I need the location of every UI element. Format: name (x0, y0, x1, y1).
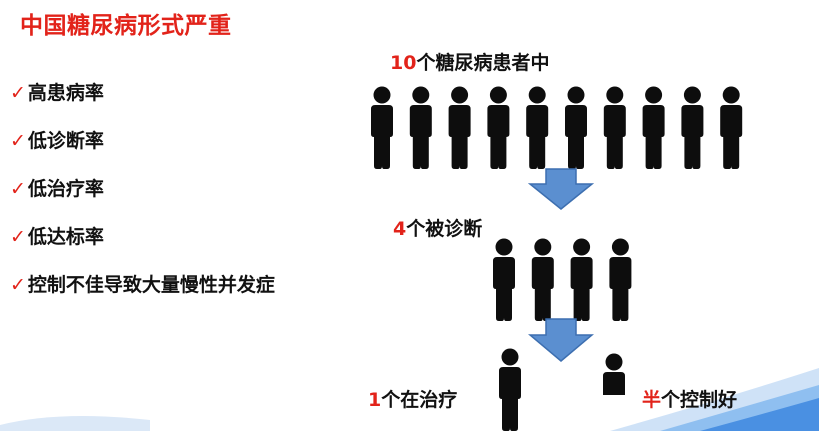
person-icon (371, 86, 393, 169)
patients-label: 10个糖尿病患者中 (390, 48, 549, 75)
down-arrow-icon (528, 318, 594, 362)
person-icon (493, 238, 515, 321)
bullet-item: ✓控制不佳导致大量慢性并发症 (10, 270, 275, 297)
person-icon (642, 86, 665, 169)
checkmark-icon: ✓ (10, 130, 26, 152)
person-icon (570, 238, 593, 321)
down-arrow-icon (528, 168, 594, 210)
person-icon (603, 353, 625, 395)
person-icon (603, 86, 626, 169)
page-title: 中国糖尿病形式严重 (20, 13, 232, 39)
checkmark-icon: ✓ (10, 82, 26, 104)
bullet-text: 低诊断率 (27, 130, 104, 152)
patients-figures (371, 86, 743, 169)
controlled-number: 半 (642, 389, 662, 411)
checkmark-icon: ✓ (10, 226, 26, 248)
treated-number: 1 (368, 389, 382, 411)
person-icon (448, 86, 471, 169)
person-icon (609, 238, 632, 321)
bullet-text: 低治疗率 (27, 178, 104, 200)
treated-label: 1个在治疗 (368, 385, 457, 412)
diagnosed-figures (493, 238, 632, 321)
bullet-item: ✓高患病率 (10, 78, 104, 105)
diagnosed-label: 4个被诊断 (393, 214, 482, 241)
diagnosed-text: 个被诊断 (406, 218, 483, 240)
person-icon (531, 238, 554, 321)
treated-text: 个在治疗 (381, 389, 458, 411)
controlled-half-figure (603, 353, 625, 395)
person-icon (526, 86, 549, 169)
bullet-text: 控制不佳导致大量慢性并发症 (27, 274, 275, 296)
patients-number: 10 (390, 52, 417, 74)
bullet-item: ✓低诊断率 (10, 126, 104, 153)
diagnosed-number: 4 (393, 218, 407, 240)
person-icon (565, 86, 587, 169)
bullet-item: ✓低治疗率 (10, 174, 104, 201)
person-icon (681, 86, 704, 169)
person-icon (409, 86, 432, 169)
bullet-text: 低达标率 (27, 226, 104, 248)
patients-text: 个糖尿病患者中 (416, 52, 550, 74)
person-icon (720, 86, 743, 169)
bullet-text: 高患病率 (27, 82, 104, 104)
controlled-text: 个控制好 (661, 389, 738, 411)
checkmark-icon: ✓ (10, 274, 26, 296)
controlled-label: 半个控制好 (642, 385, 737, 412)
person-icon (499, 348, 521, 431)
checkmark-icon: ✓ (10, 178, 26, 200)
person-icon (487, 86, 510, 169)
bullet-item: ✓低达标率 (10, 222, 104, 249)
treated-figures (499, 348, 521, 431)
